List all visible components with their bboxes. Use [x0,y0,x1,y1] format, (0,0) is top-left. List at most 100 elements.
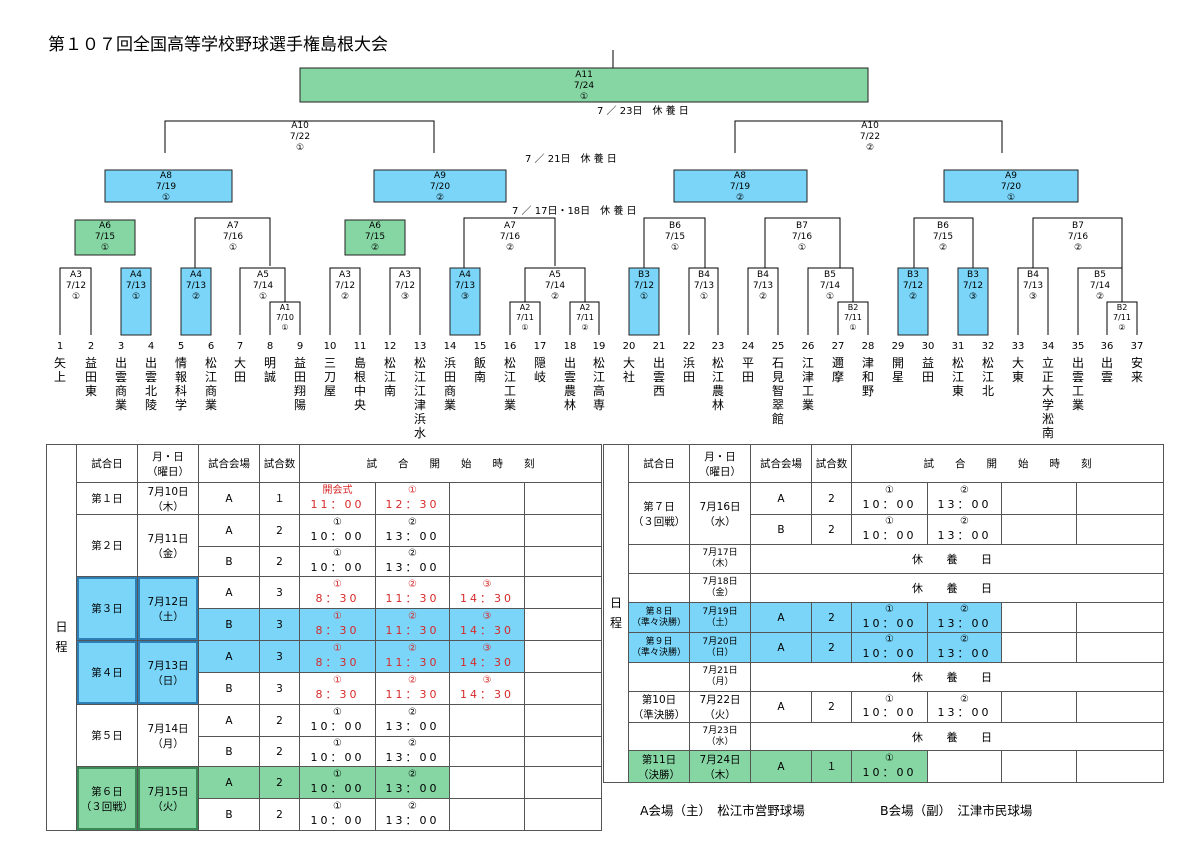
team-number: 10 [324,341,337,352]
venue-cell: A [750,602,812,633]
game-label: B3 [967,270,979,280]
bracket-line [764,217,841,268]
game-label: ① [162,193,170,203]
game-label: ② [1118,323,1125,332]
date-cell: 7月22日（火） [689,691,751,723]
bracket-line [389,267,421,335]
day-cell: 第８日（準々決勝） [628,602,690,633]
team-number: 17 [534,341,547,352]
team-number: 7 [237,341,243,352]
game-label: A1 [280,303,291,312]
schedule-cell [524,798,602,831]
team-name: 益田 [922,356,934,384]
r2-box [120,267,152,336]
team-number: 29 [892,341,905,352]
game-label: 7/15 [95,232,115,242]
game-label: ① [259,292,267,302]
header-times: 試 合 開 始 時 刻 [851,444,1164,483]
day-cell: 第10日（準決勝） [628,691,690,723]
header-date: 月・日（曜日） [137,444,199,483]
game-label: A6 [99,221,111,231]
game-label: ① [132,292,140,302]
team-number: 31 [952,341,965,352]
game-label: ① [826,292,834,302]
schedule-cell [449,736,525,767]
team-name: 大東 [1012,356,1024,384]
venue-cell: A [750,750,812,783]
schedule-cell [524,766,602,799]
schedule-cell [1076,691,1164,723]
schedule-cell [524,704,602,737]
game-label: ② [759,292,767,302]
header-count: 試合数 [811,444,852,483]
team-name: 情報科学 [175,356,187,412]
team-name: 石見智翠館 [772,356,784,426]
bracket-line [1017,267,1049,335]
game-label: A4 [190,270,202,280]
team-name: 平田 [742,356,754,384]
game-label: B5 [1094,270,1106,280]
team-name: 大田 [234,356,246,384]
game-label: B4 [698,270,710,280]
bracket-line [1077,267,1123,335]
schedule-cell [524,576,602,609]
game-label: 7/13 [186,281,206,291]
schedule-cell [1001,602,1077,633]
team-number: 6 [208,341,214,352]
team-name: 開星 [892,356,904,384]
count-cell: 3 [259,672,300,705]
bracket-line [59,267,92,335]
schedule-cell [628,544,690,574]
header-venue: 試合会場 [750,444,812,483]
bracket-line [463,217,556,268]
schedule-cell [1076,632,1164,663]
team-name: 松江南 [384,356,396,398]
schedule-cell [524,546,602,577]
team-name: 松江江津浜水 [414,356,426,440]
bracket-line [688,267,719,335]
schedule-cell [628,573,690,603]
game-label: A9 [434,171,446,181]
game-label: ② [866,143,874,153]
schedule-cell [1001,632,1077,663]
schedule-cell [524,640,602,673]
day-cell: 第９日（準々決勝） [628,632,690,663]
game-label: B4 [757,270,769,280]
r2-box [957,267,989,336]
team-number: 15 [474,341,487,352]
bracket-line [194,217,271,268]
bracket-line [747,267,779,335]
venue-cell: A [750,691,812,723]
game-label: ② [1096,292,1104,302]
game-label: A3 [399,270,411,280]
team-number: 12 [384,341,397,352]
game-label: ② [506,243,514,253]
team-number: 3 [118,341,124,352]
game-label: 7/19 [156,182,176,192]
schedule-cell [524,608,602,641]
game-label: 7/12 [66,281,86,291]
schedule-cell [449,704,525,737]
rest-day-label: 7 ／ 17日・18日 休 養 日 [512,204,637,217]
team-name: 邇摩 [832,356,844,384]
game-label: 7/15 [665,232,685,242]
side-label: 日程 [46,444,77,831]
game-label: ③ [461,292,469,302]
r2-box [449,267,481,336]
game-label: 7/13 [455,281,475,291]
venue-cell: A [750,482,812,515]
r3-box [344,219,406,256]
